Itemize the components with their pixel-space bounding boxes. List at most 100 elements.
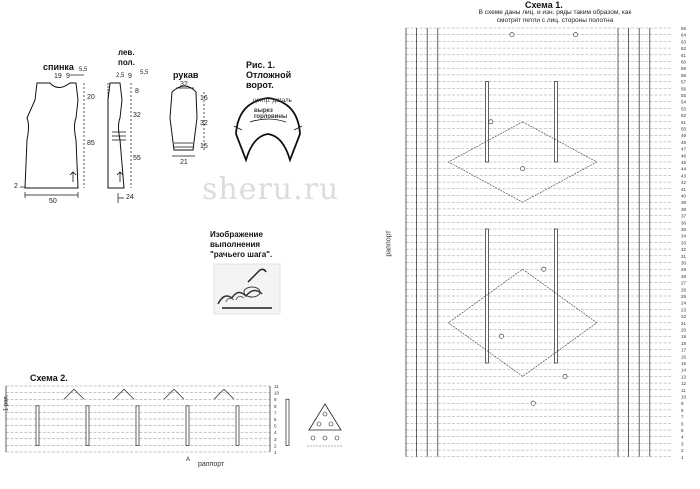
- scheme1-row-number: 59: [681, 66, 687, 71]
- scheme1-row-number: 14: [681, 368, 687, 373]
- scheme1-row-number: 58: [681, 73, 687, 78]
- sleeve-dim-16: 16: [200, 95, 208, 102]
- scheme2-stitch-bar: [135, 405, 140, 446]
- scheme2-row-number: 11: [274, 384, 279, 389]
- scheme1-yarn-over: [520, 166, 525, 172]
- sleeve-dim-15: 15: [200, 143, 208, 150]
- scheme2-stitch-bar: [185, 405, 190, 446]
- scheme1-row-number: 65: [681, 26, 687, 31]
- scheme1-row-number: 15: [681, 361, 687, 366]
- scheme2-stitch-shape: [213, 388, 235, 400]
- scheme2-stitch-shape: [63, 388, 85, 400]
- scheme1-row-number: 16: [681, 354, 687, 359]
- scheme1-row-number: 23: [681, 307, 687, 312]
- front-dim-2-5: 2,5: [116, 73, 125, 79]
- scheme2-legend-bar: [285, 398, 290, 446]
- scheme2-row-number: 4: [274, 430, 277, 435]
- scheme1-row-number: 50: [681, 127, 687, 132]
- scheme1-row-number: 57: [681, 80, 687, 85]
- scheme1-row-number: 60: [681, 60, 687, 65]
- scheme1-row-number: 35: [681, 227, 687, 232]
- crab-stitch-illustration: [213, 263, 281, 315]
- front-dim-9: 9: [128, 73, 132, 80]
- scheme1-row-number: 29: [681, 267, 687, 272]
- scheme1-title: Схема 1.: [525, 0, 563, 10]
- scheme1-row-number: 19: [681, 334, 687, 339]
- front-dim-8: 8: [135, 88, 139, 95]
- scheme2-side-label: 1 рап.: [3, 394, 10, 412]
- scheme2-row-number: 8: [274, 404, 277, 409]
- scheme1-yarn-over: [509, 32, 515, 38]
- scheme1-row-number: 24: [681, 301, 687, 306]
- scheme1-row-number: 54: [681, 100, 687, 105]
- scheme1-motif: [447, 121, 598, 203]
- scheme1-row-number: 45: [681, 160, 687, 165]
- scheme1-row-number: 56: [681, 86, 687, 91]
- scheme1-stitch-bar: [485, 228, 489, 364]
- scheme1-row-number: 63: [681, 39, 687, 44]
- scheme1-row-number: 13: [681, 374, 687, 379]
- scheme2-row-number: 6: [274, 417, 277, 422]
- scheme1-row-number: 62: [681, 46, 687, 51]
- scheme1-row-number: 18: [681, 341, 687, 346]
- scheme1-row-number: 6: [681, 421, 684, 426]
- crab-stitch-title: Изображение выполнения "рачьего шага".: [210, 230, 273, 259]
- scheme1-yarn-over: [541, 266, 547, 272]
- back-label: спинка: [43, 62, 74, 72]
- scheme1-row-number: 34: [681, 234, 687, 239]
- watermark: sheru.ru: [202, 172, 340, 207]
- scheme1-row-number: 11: [681, 388, 686, 393]
- scheme1-row-number: 27: [681, 281, 687, 286]
- scheme2-row-number: 9: [274, 397, 277, 402]
- back-dim-19: 19: [54, 73, 62, 80]
- back-dim-20: 20: [87, 94, 95, 101]
- scheme1-row-number: 49: [681, 133, 687, 138]
- scheme2-stitch-bar: [85, 405, 90, 446]
- scheme1-row-number: 33: [681, 240, 687, 245]
- scheme1-row-number: 44: [681, 167, 687, 172]
- scheme1-row-number: 55: [681, 93, 687, 98]
- scheme1-stitch-bar: [554, 228, 558, 364]
- scheme1-grid: 6564636261605958575655545352515049484746…: [405, 26, 687, 460]
- front-dim-5-5: 5,5: [140, 70, 149, 76]
- front-dim-24: 24: [126, 194, 134, 201]
- scheme1-row-number: 64: [681, 33, 687, 38]
- scheme1-row-number: 47: [681, 147, 687, 152]
- scheme1-row-number: 9: [681, 401, 684, 406]
- sleeve-label: рукав: [173, 70, 199, 80]
- back-dim-5-5: 5,5: [79, 67, 88, 73]
- scheme1-row-number: 2: [681, 448, 684, 453]
- scheme1-row-number: 37: [681, 214, 687, 219]
- scheme2-rapport-label: раппорт: [198, 461, 225, 468]
- collar-center-label: центр. деталь: [253, 98, 292, 104]
- scheme2-title: Схема 2.: [30, 373, 68, 383]
- sleeve-dim-21: 21: [180, 159, 188, 166]
- scheme2-stitch-shape: [113, 388, 135, 400]
- scheme1-row-number: 36: [681, 220, 687, 225]
- scheme2-stitch-shape: [163, 388, 185, 400]
- collar-drawing: [233, 97, 303, 163]
- scheme1-rapport-label: раппорт: [385, 230, 393, 257]
- scheme1-row-number: 12: [681, 381, 687, 386]
- scheme1-row-number: 4: [681, 435, 684, 440]
- scheme1-row-number: 22: [681, 314, 687, 319]
- scheme2-triangle-legend: [307, 403, 343, 447]
- scheme2-row-number: 10: [274, 391, 280, 396]
- scheme1-yarn-over: [499, 333, 504, 339]
- scheme1-row-number: 40: [681, 194, 687, 199]
- scheme1-row-number: 3: [681, 441, 684, 446]
- left-front-label: лев. пол.: [118, 48, 135, 67]
- scheme2-row-number: 2: [274, 443, 277, 448]
- scheme1-row-number: 26: [681, 287, 687, 292]
- scheme1-row-number: 1: [681, 455, 684, 460]
- back-edge-mark: 2: [14, 183, 18, 190]
- scheme1-row-number: 17: [681, 348, 687, 353]
- pattern-schematics: [20, 74, 205, 203]
- scheme1-row-number: 28: [681, 274, 687, 279]
- scheme2-row-number: 5: [274, 424, 277, 429]
- collar-neck-label: вырез горловины: [254, 108, 288, 120]
- scheme1-stitch-bar: [554, 81, 558, 163]
- scheme2-row-number: 7: [274, 410, 277, 415]
- scheme1-row-number: 31: [681, 254, 687, 259]
